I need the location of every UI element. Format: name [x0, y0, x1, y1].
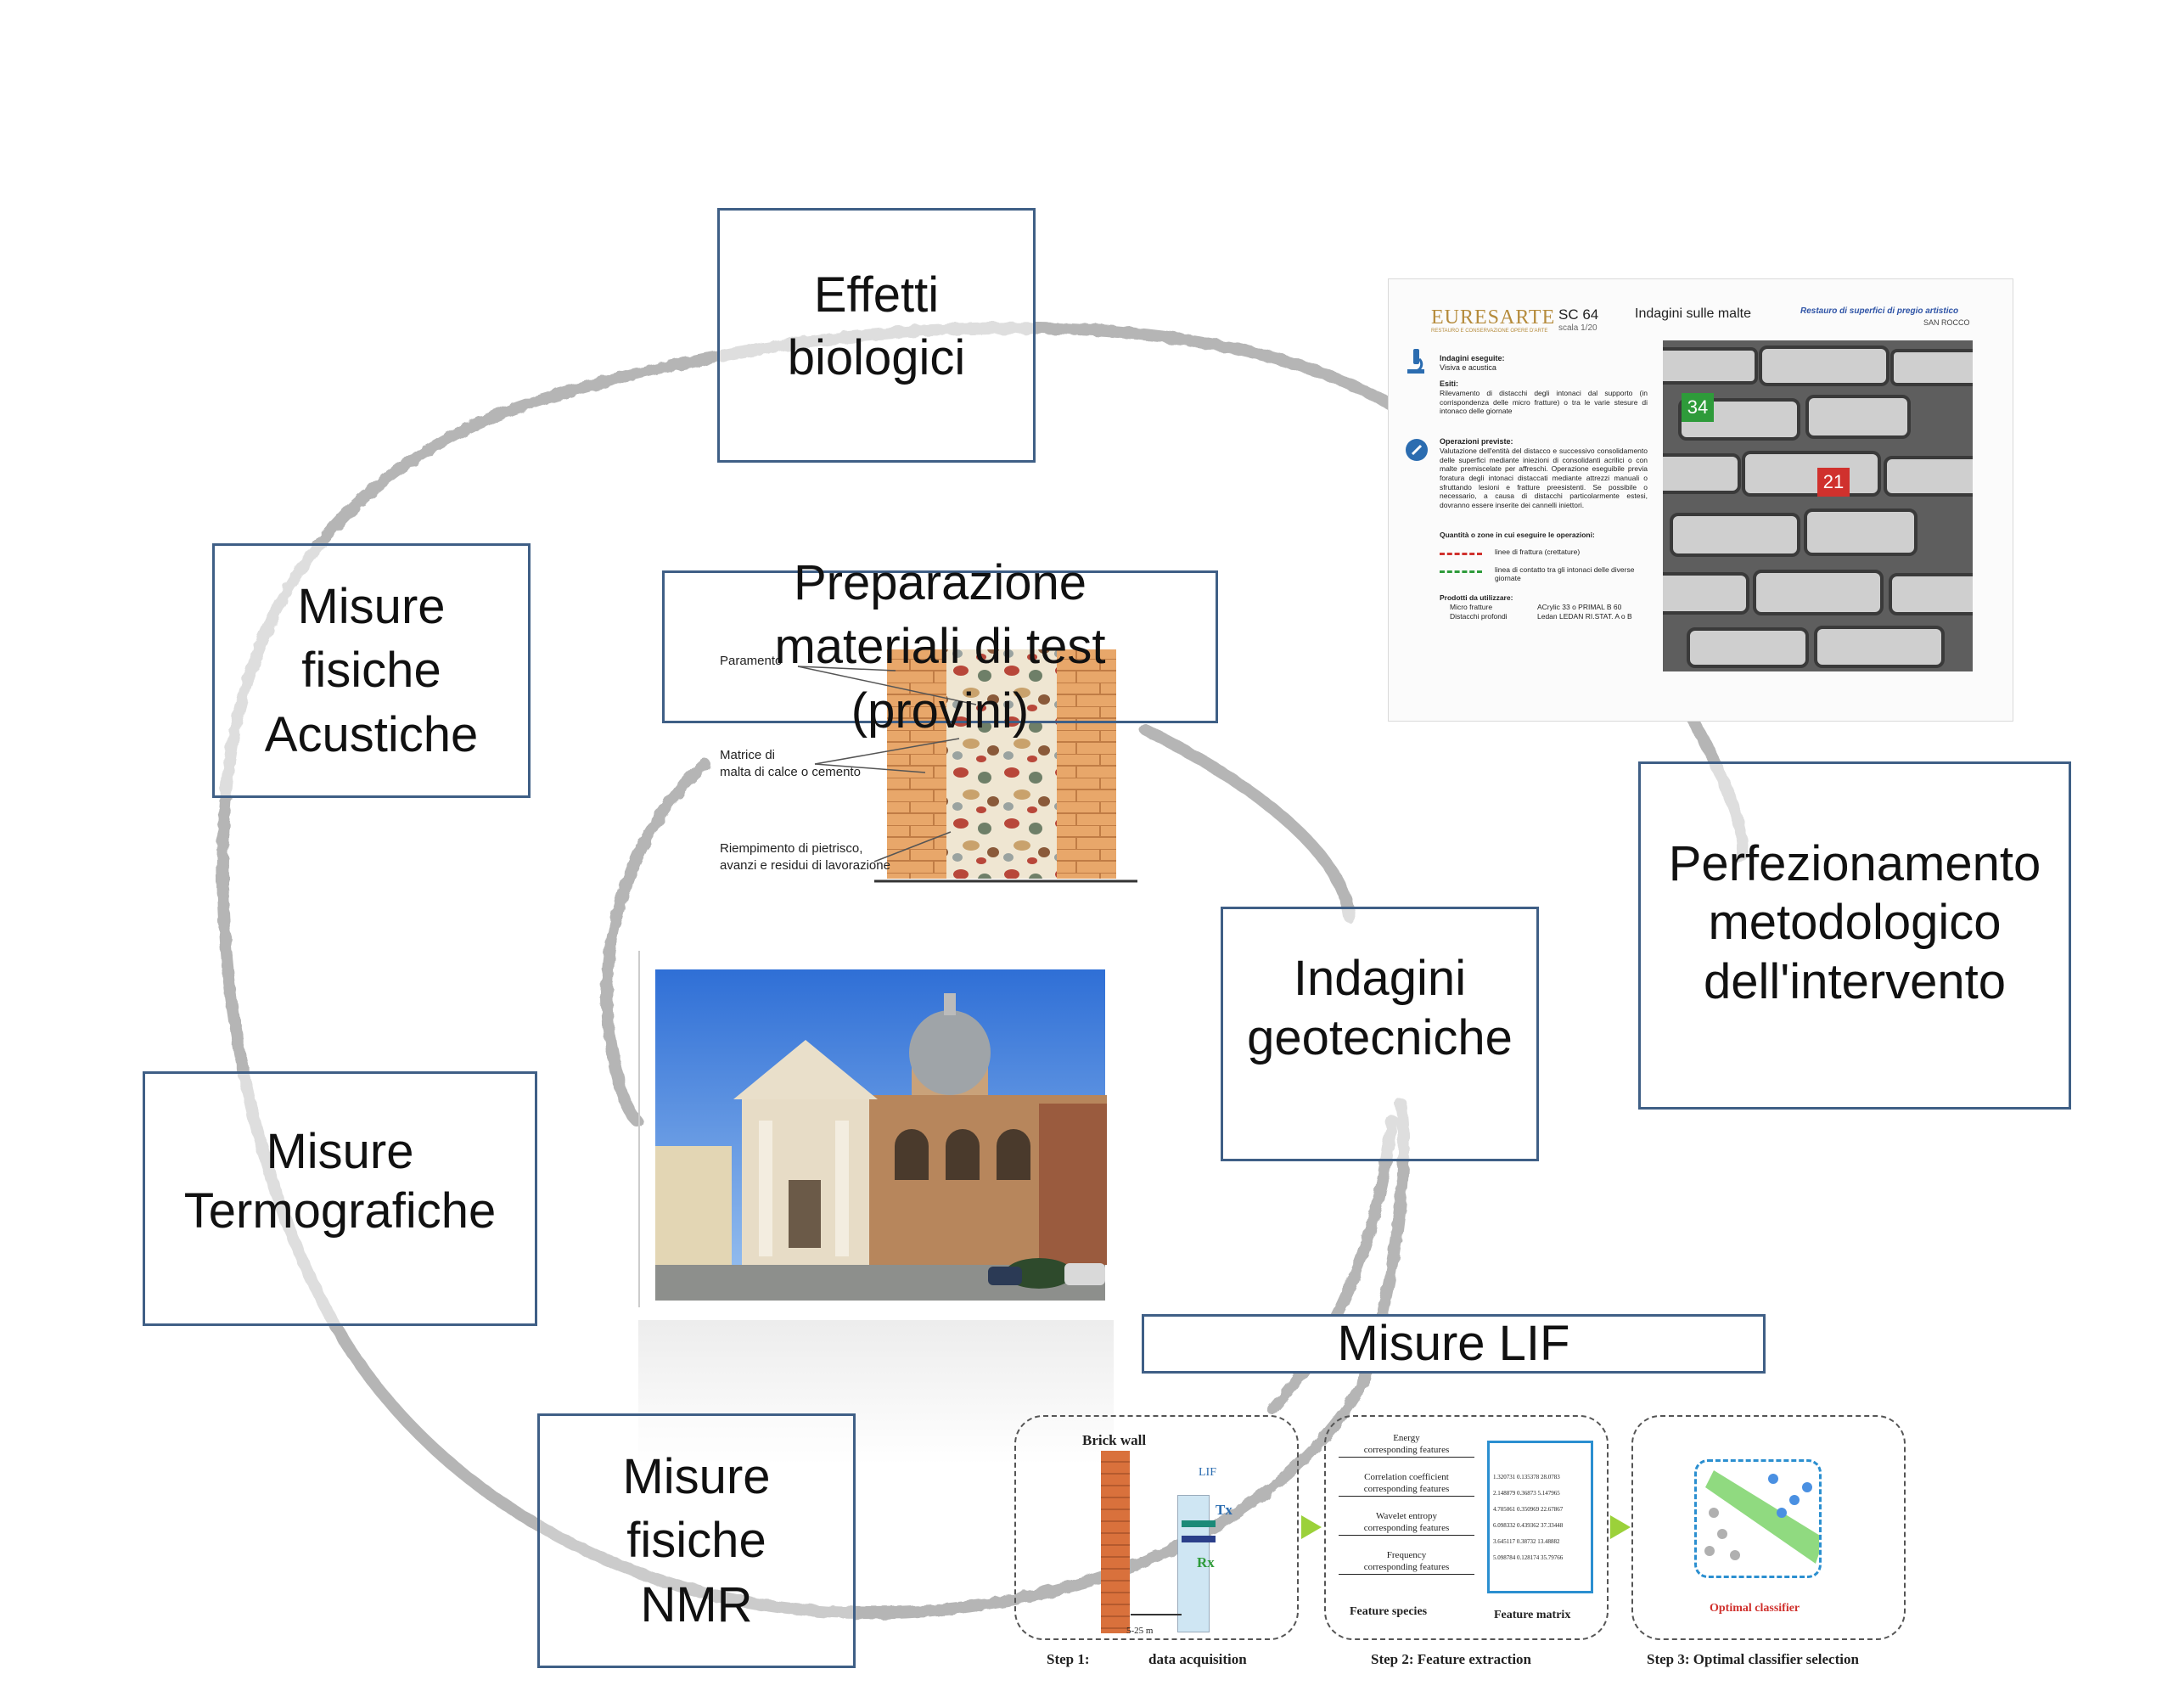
sheet-indagini: Visiva e acustica — [1440, 363, 1496, 372]
legend-red-label: linee di frattura (crettature) — [1495, 548, 1581, 556]
sheet-prod-2b: Ledan LEDAN RI.STAT. A o B — [1537, 612, 1632, 621]
sheet-title: Indagini sulle malte — [1635, 306, 1751, 321]
matrix-row: 4.705061 0.350969 22.67867 — [1493, 1506, 1564, 1513]
sheet-prod-2a: Distacchi profondi — [1450, 612, 1508, 621]
matrix-row: 3.645117 0.38732 13.48882 — [1493, 1538, 1560, 1545]
sheet-project: Restauro di superfici di pregio artistic… — [1800, 306, 1959, 316]
node-misure-nmr: Misure fisiche NMR — [537, 1413, 856, 1668]
arrow-step1-step2 — [1301, 1515, 1322, 1539]
label-matrice: Matrice di malta di calce o cemento — [720, 748, 861, 779]
legend-green-label: linea di contatto tra gli intonaci delle… — [1495, 565, 1635, 583]
wall-photo: 34 21 — [1663, 340, 1973, 671]
rx-label: Rx — [1197, 1554, 1215, 1570]
node-effetti-label: Effetti biologici — [787, 267, 966, 385]
sheet-h-indagini: Indagini eseguite: — [1440, 354, 1505, 362]
step1-label: Step 1: — [1047, 1651, 1090, 1667]
sheet-h-prodotti: Prodotti da utilizzare: — [1440, 593, 1513, 602]
sheet-brand: EURESARTE — [1431, 306, 1556, 329]
label-riempimento: Riempimento di pietrisco, avanzi e resid… — [720, 841, 890, 873]
spiral-inner-bottom — [1267, 1115, 1398, 1415]
distance-label: 5-25 m — [1126, 1626, 1154, 1636]
sheet-prod-1b: ACrylic 33 o PRIMAL B 60 — [1537, 603, 1622, 611]
church-photo — [638, 951, 1115, 1307]
distance-line — [1131, 1614, 1182, 1615]
rx-arrow — [1182, 1536, 1216, 1542]
feature-2: Correlation coefficient corresponding fe… — [1339, 1471, 1474, 1497]
node-preparazione-label: Preparazione materiali di test (provini) — [774, 554, 1106, 739]
label-paramento: Paramento — [720, 654, 783, 668]
step2-panel: Energy corresponding features Correlatio… — [1324, 1415, 1609, 1640]
microscope-icon — [1404, 347, 1428, 376]
step3-panel: Optimal classifier — [1631, 1415, 1906, 1640]
legend-green-line — [1440, 570, 1482, 573]
node-indagini-label: Indagini geotecniche — [1247, 951, 1513, 1065]
marker-green: 34 — [1682, 393, 1714, 422]
feature-4: Frequency corresponding features — [1339, 1549, 1474, 1575]
sheet-brand-sub: RESTAURO E CONSERVAZIONE OPERE D'ARTE — [1431, 329, 1548, 334]
matrix-row: 1.320731 0.135378 28.0783 — [1493, 1474, 1560, 1480]
sheet-code: SC 64 — [1558, 306, 1599, 323]
sheet-esiti: Rilevamento di distacchi degli intonaci … — [1440, 389, 1648, 416]
tx-label: Tx — [1216, 1502, 1232, 1518]
sheet-h-operazioni: Operazioni previste: — [1440, 437, 1513, 446]
node-misure-lif: Misure LIF — [1142, 1314, 1766, 1374]
spiral-inner-left — [601, 758, 710, 1126]
mortar-survey-sheet: EURESARTE RESTAURO E CONSERVAZIONE OPERE… — [1388, 278, 2013, 722]
lif-pipeline-figure: Brick wall LIF Tx Rx 5-25 m Step 1: data… — [1014, 1405, 1906, 1677]
brick-wall-column — [1101, 1451, 1130, 1633]
marker-red: 21 — [1817, 468, 1850, 497]
sheet-prod-1a: Micro fratture — [1450, 603, 1493, 611]
matrix-row: 5.098784 0.128174 35.79766 — [1493, 1554, 1564, 1561]
matrix-row: 2.148879 0.36873 5.147965 — [1493, 1490, 1560, 1497]
node-indagini-geotecniche: Indagini geotecniche — [1221, 907, 1539, 1161]
sheet-scale: scala 1/20 — [1558, 323, 1597, 333]
sheet-h-esiti: Esiti: — [1440, 379, 1459, 388]
feature-matrix-label: Feature matrix — [1494, 1609, 1571, 1621]
node-lif-label: Misure LIF — [1337, 1315, 1570, 1371]
feature-1: Energy corresponding features — [1339, 1432, 1474, 1458]
matrix-row: 6.098332 0.439362 37.33448 — [1493, 1522, 1564, 1529]
node-acustiche-label: Misure fisiche Acustiche — [264, 578, 479, 762]
tool-icon — [1406, 439, 1428, 461]
node-termografiche-label: Misure Termografiche — [183, 1124, 497, 1239]
brick-wall-label: Brick wall — [1082, 1432, 1147, 1448]
arrow-step2-step3 — [1610, 1515, 1631, 1539]
sheet-h-quantita: Quantità o zone in cui eseguire le opera… — [1440, 531, 1595, 539]
node-preparazione: Preparazione materiali di test (provini) — [662, 555, 1218, 739]
optimal-classifier-label: Optimal classifier — [1710, 1602, 1800, 1615]
step3-label: Step 3: Optimal classifier selection — [1647, 1651, 1859, 1667]
wall-section-illustration: Paramento Matrice di malta di calce o ce… — [696, 611, 1146, 900]
legend-red-line — [1440, 553, 1482, 555]
node-nmr-label: Misure fisiche NMR — [622, 1448, 771, 1632]
sheet-operazioni: Valutazione dell'entità del distacco e s… — [1440, 447, 1648, 509]
node-misure-termografiche: Misure Termografiche — [143, 1071, 537, 1326]
step1-panel: Brick wall LIF Tx Rx 5-25 m — [1014, 1415, 1299, 1640]
node-perfezionamento-label: Perfezionamento metodologico dell'interv… — [1668, 835, 2041, 1009]
sheet-site: SAN ROCCO — [1923, 318, 1970, 327]
feature-species-label: Feature species — [1350, 1605, 1428, 1618]
node-perfezionamento: Perfezionamento metodologico dell'interv… — [1638, 761, 2071, 1110]
classifier-box — [1694, 1459, 1822, 1578]
lif-device — [1177, 1495, 1210, 1632]
step2-label: Step 2: Feature extraction — [1371, 1651, 1531, 1667]
step1-label-b: data acquisition — [1148, 1651, 1247, 1667]
spiral-inner — [1140, 724, 1356, 923]
feature-matrix-box: 1.320731 0.135378 28.0783 2.148879 0.368… — [1487, 1441, 1593, 1593]
lif-label: LIF — [1199, 1466, 1216, 1479]
node-misure-acustiche: Misure fisiche Acustiche — [212, 543, 531, 798]
tx-arrow — [1182, 1520, 1216, 1527]
node-effetti-biologici: Effetti biologici — [717, 208, 1036, 463]
feature-3: Wavelet entropy corresponding features — [1339, 1510, 1474, 1536]
